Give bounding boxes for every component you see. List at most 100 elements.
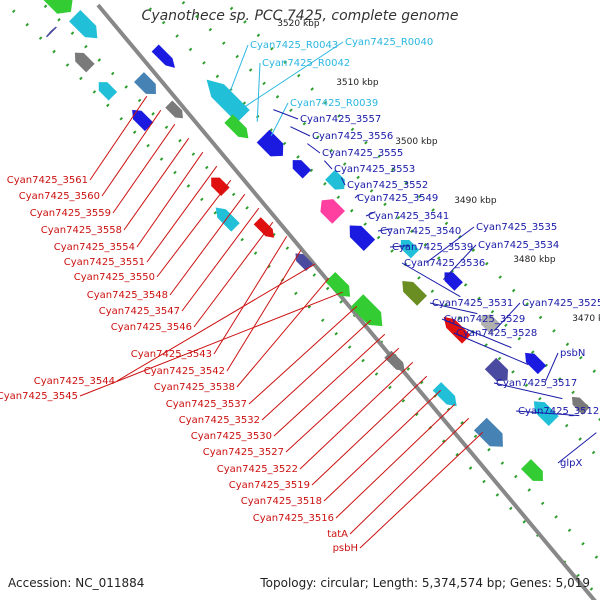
plus-label: Cyan7425_3512 [518,406,599,417]
minus-leader [89,95,148,181]
minus-label: Cyan7425_3538 [154,382,235,393]
minus-label: Cyan7425_3537 [166,399,247,410]
plus-leader [557,432,597,464]
gene-glyph [473,417,503,447]
plus-label: Cyan7425_3556 [312,131,393,142]
gene-features [43,0,590,482]
minus-label: Cyan7425_3546 [111,322,192,333]
minus-label: Cyan7425_3551 [64,257,145,268]
rna-leader [256,62,261,122]
gene-glyph [525,352,547,375]
minus-label: Cyan7425_3519 [229,480,310,491]
minus-leader [146,165,218,263]
minus-leader [248,305,358,405]
gene-labels: Cyan7425_R0043 Cyan7425_R0040Cyan7425_R00… [0,37,600,554]
gene-glyph [224,114,249,139]
rna-label: Cyan7425_R0040 [345,37,433,48]
minus-leader [79,291,343,397]
rna-leader [242,41,344,109]
gene-glyph [571,396,590,415]
minus-label: Cyan7425_3561 [7,175,88,186]
map-title: Cyanothece sp. PCC 7425, complete genome [141,8,459,24]
minus-leader [193,221,274,328]
plus-leader [544,352,559,382]
gene-glyph [292,160,312,179]
genome-backbone [96,3,597,600]
plus-label: Cyan7425_3517 [496,378,577,389]
kbp-label: 3480 kbp [513,255,556,265]
minus-leader [101,109,162,197]
minus-leader [285,347,400,453]
minus-label: Cyan7425_3532 [179,415,260,426]
gene-glyph [45,26,57,38]
plus-leader [515,410,580,417]
gene-glyph [400,239,420,259]
minus-leader [359,431,484,549]
gene-glyph [320,199,345,224]
minus-leader [136,151,204,248]
minus-leader [349,417,470,535]
minus-label: Cyan7425_3518 [241,496,322,507]
plus-leader [340,177,346,186]
minus-leader [181,207,260,312]
minus-label: Cyan7425_3560 [19,191,100,202]
plus-leader [307,143,321,154]
gene-glyph [134,72,156,95]
plus-label: psbN [560,348,585,359]
minus-leader [299,361,414,470]
minus-leader [261,319,372,421]
gene-glyph [402,280,427,306]
plus-leader [365,211,376,217]
gene-glyph [206,79,250,123]
rna-label: Cyan7425_R0043 [250,40,338,51]
minus-leader [323,389,442,502]
plus-leader [323,160,333,170]
minus-label: tatA [327,529,348,540]
plus-label: Cyan7425_3557 [300,114,381,125]
kbp-label: 3470 kbp [572,314,600,324]
kbp-label: 3520 kbp [277,19,320,29]
minus-leader [236,277,330,388]
minus-label: Cyan7425_3516 [253,513,334,524]
minus-label: Cyan7425_3530 [191,431,272,442]
minus-leader [226,249,302,372]
plus-leader [429,302,478,315]
plus-label: Cyan7425_3536 [404,258,485,269]
plus-leader [290,126,311,137]
plus-label: Cyan7425_3555 [322,148,403,159]
rna-leader [228,44,249,94]
plus-leader [493,302,521,331]
gene-glyph [256,129,284,157]
gene-glyph [253,217,275,238]
minus-leader [112,123,176,214]
gene-glyph [484,357,509,382]
minus-label: Cyan7425_3542 [144,366,225,377]
gene-glyph [432,382,457,407]
topology-text: Topology: circular; Length: 5,374,574 bp… [260,576,590,590]
plus-label: Cyan7425_3535 [476,222,557,233]
minus-leader [156,179,232,278]
gene-glyph [74,52,95,73]
minus-leader [311,375,428,486]
plus-leader [273,109,299,120]
minus-leader [169,193,246,296]
plus-label: Cyan7425_3539 [392,242,473,253]
gene-glyph [69,9,98,39]
gene-glyph [132,109,154,132]
gene-glyph [325,271,351,297]
minus-leader [123,137,190,231]
minus-label: Cyan7425_3547 [99,306,180,317]
gene-glyph [215,207,240,232]
plus-leader [441,318,512,349]
plus-label: Cyan7425_3531 [432,298,513,309]
rna-label: Cyan7425_R0042 [262,58,350,69]
rna-label: Cyan7425_R0039 [290,98,378,109]
plus-leader [493,382,563,400]
kbp-label: 3490 kbp [454,196,497,206]
gene-glyph [112,56,119,63]
gene-glyph [521,459,543,482]
gene-glyph [384,350,405,372]
plus-label: Cyan7425_3534 [478,240,559,251]
plus-label: glpX [560,458,582,469]
